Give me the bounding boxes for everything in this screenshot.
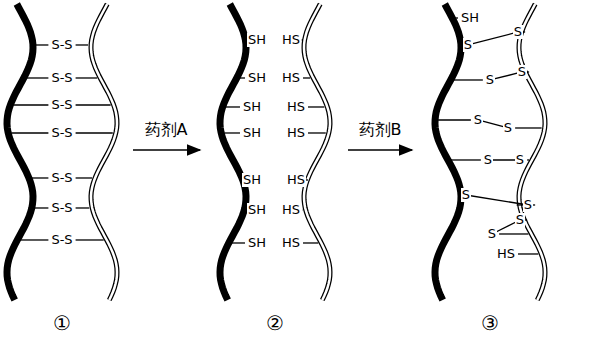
atom-label: S-S	[50, 171, 73, 185]
bond-line	[308, 106, 324, 107]
reagent-label: 药剂A	[144, 121, 189, 139]
bond-line	[240, 77, 245, 78]
bond-line	[499, 233, 528, 234]
atom-label: HS	[496, 247, 516, 261]
atom-label: S	[487, 227, 497, 241]
bond-line	[518, 253, 538, 254]
atom-label: S-S	[50, 201, 73, 215]
atom-label: HS	[281, 71, 301, 85]
bond-line	[76, 207, 90, 208]
bond-line	[35, 207, 49, 208]
bond-line	[455, 17, 458, 18]
atom-label: SH	[247, 33, 267, 47]
atom-label: S	[483, 153, 493, 167]
atom-label: S	[473, 113, 483, 127]
bond-line	[32, 177, 48, 178]
atom-label: HS	[286, 100, 306, 114]
bond-line	[76, 132, 113, 133]
atom-label: S	[523, 198, 533, 212]
bond-line	[232, 242, 245, 243]
bond-line	[11, 132, 48, 133]
bond-line	[27, 77, 49, 78]
atom-label: SH	[247, 71, 267, 85]
atom-label: HS	[281, 236, 301, 250]
bond-line	[515, 127, 542, 128]
atom-label: S	[517, 65, 527, 79]
strand-inner	[91, 4, 117, 300]
atom-label: S-S	[50, 71, 73, 85]
atom-label: S	[463, 38, 473, 52]
reagent-label: 药剂B	[358, 121, 403, 139]
panel-number: ②	[265, 312, 285, 334]
atom-label: S	[503, 121, 513, 135]
bond-line	[302, 209, 304, 210]
atom-label: SH	[242, 126, 262, 140]
atom-label: HS	[281, 33, 301, 47]
atom-label: S	[485, 73, 495, 87]
bond-line	[303, 242, 318, 243]
arrow	[133, 149, 200, 151]
bond-line	[527, 159, 529, 160]
bond-line	[466, 195, 528, 205]
atom-label: HS	[286, 126, 306, 140]
atom-label: S-S	[50, 126, 73, 140]
atom-label: S	[461, 188, 471, 202]
bond-line	[303, 77, 310, 78]
atom-label: SH	[460, 11, 480, 25]
bond-line	[468, 32, 518, 45]
strand-inner	[304, 4, 330, 300]
atom-label: S-S	[50, 38, 73, 52]
panel-number: ③	[480, 312, 500, 334]
bond-line	[224, 132, 240, 133]
atom-label: SH	[242, 100, 262, 114]
bond-line	[36, 44, 48, 45]
bond-line	[438, 119, 471, 120]
bond-line	[451, 159, 481, 160]
bond-line	[454, 79, 483, 80]
bond-line	[76, 177, 93, 178]
strand	[304, 4, 330, 300]
strand	[91, 4, 117, 300]
bond-line	[226, 106, 240, 107]
bond-line	[13, 104, 48, 105]
atom-label: S	[513, 25, 523, 39]
strand	[7, 4, 33, 300]
bond-line	[308, 132, 326, 133]
bond-line	[302, 39, 303, 40]
bond-line	[76, 104, 111, 105]
atom-label: SH	[247, 236, 267, 250]
strand	[220, 4, 246, 300]
bond-line	[76, 77, 98, 78]
panel-number: ①	[52, 312, 72, 334]
atom-label: S	[515, 153, 525, 167]
atom-label: SH	[242, 173, 262, 187]
atom-label: S-S	[50, 98, 73, 112]
bond-line	[20, 239, 48, 240]
atom-label: HS	[281, 203, 301, 217]
atom-label: SH	[247, 203, 267, 217]
arrow	[348, 149, 412, 151]
atom-label: S	[515, 213, 525, 227]
atom-label: S-S	[50, 233, 73, 247]
bond-line	[76, 44, 88, 45]
atom-label: HS	[286, 173, 306, 187]
bond-line	[76, 239, 104, 240]
strand	[435, 4, 461, 300]
